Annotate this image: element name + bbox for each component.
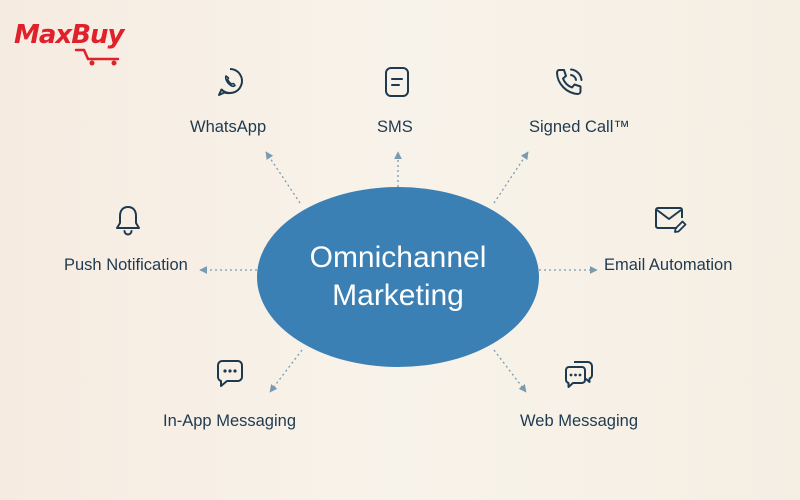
phone-icon (556, 68, 583, 95)
channel-label: WhatsApp (190, 118, 267, 136)
connector-whatsapp (265, 151, 301, 204)
channel-label: In-App Messaging (163, 412, 296, 430)
connector-web-messaging (493, 349, 527, 393)
maxbuy-logo: MaxBuy (14, 20, 126, 68)
channel-label: Signed Call™ (529, 118, 630, 136)
logo-text: MaxBuy (14, 20, 124, 50)
connector-signed-call (493, 151, 529, 204)
channel-label: SMS (377, 118, 413, 136)
hub-title-line2: Marketing (332, 279, 464, 312)
channel-label: Push Notification (64, 256, 188, 274)
email-icon (655, 207, 687, 233)
hub-title-line1: Omnichannel (309, 240, 487, 274)
chat-bubbles-icon (565, 361, 593, 388)
cart-icon (74, 48, 120, 66)
channel-label: Email Automation (604, 256, 733, 274)
channel-label: Web Messaging (520, 412, 639, 430)
sms-icon (385, 67, 409, 97)
connector-in-app-messaging (269, 349, 303, 393)
whatsapp-icon (218, 68, 243, 96)
bell-icon (116, 206, 140, 236)
omnichannel-hub: Omnichannel Marketing (257, 187, 539, 367)
chat-bubble-icon (217, 360, 243, 387)
